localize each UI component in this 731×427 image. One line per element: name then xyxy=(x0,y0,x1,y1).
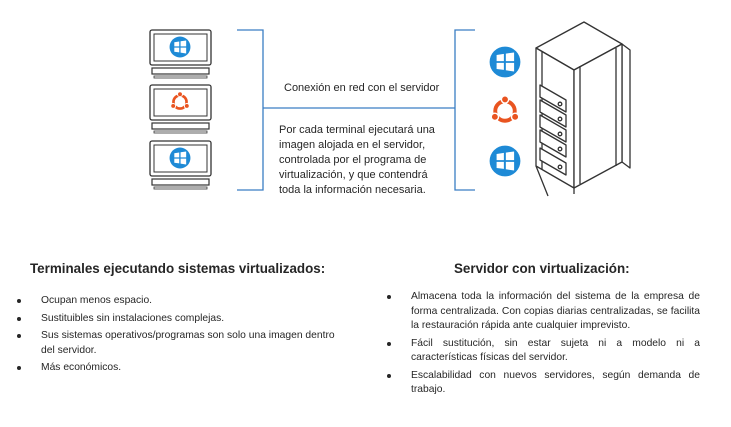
description-line: Por cada terminal ejecutará una xyxy=(279,124,435,136)
terminal-ubuntu xyxy=(149,84,212,134)
windows-icon xyxy=(169,147,191,169)
terminal-windows-1 xyxy=(149,29,212,79)
virtualization-diagram xyxy=(149,21,631,197)
description-line: toda la información necesaria. xyxy=(279,184,426,196)
list-item: Ocupan menos espacio. xyxy=(17,294,337,309)
description-line: controlada por el programa de xyxy=(279,154,427,166)
server-rack-icon xyxy=(535,21,631,197)
ubuntu-icon xyxy=(489,93,521,123)
server-bracket xyxy=(454,29,475,191)
server-heading: Servidor con virtualización: xyxy=(454,261,630,276)
terminals-heading: Terminales ejecutando sistemas virtualiz… xyxy=(30,261,326,276)
list-item: Escalabilidad con nuevos servidores, seg… xyxy=(387,369,700,398)
windows-icon xyxy=(169,36,191,58)
terminals-bracket xyxy=(237,29,264,191)
server-benefits-list: Almacena toda la información del sistema… xyxy=(387,290,700,401)
list-item: Almacena toda la información del sistema… xyxy=(387,290,700,334)
windows-icon xyxy=(489,145,521,177)
terminals-benefits-list: Ocupan menos espacio. Sustituibles sin i… xyxy=(17,294,337,379)
description-line: imagen alojada en el servidor, xyxy=(279,139,426,151)
terminal-description: Por cada terminal ejecutará una imagen a… xyxy=(279,123,449,198)
description-line: virtualización, y que contendrá xyxy=(279,169,428,181)
terminal-windows-2 xyxy=(149,140,212,190)
list-item: Sustituibles sin instalaciones complejas… xyxy=(17,312,337,327)
windows-icon xyxy=(489,46,521,78)
list-item: Más económicos. xyxy=(17,361,337,376)
list-item: Sus sistemas operativos/programas son so… xyxy=(17,329,337,358)
list-item: Fácil sustitución, sin estar sujeta ni a… xyxy=(387,337,700,366)
connection-label: Conexión en red con el servidor xyxy=(284,82,440,94)
